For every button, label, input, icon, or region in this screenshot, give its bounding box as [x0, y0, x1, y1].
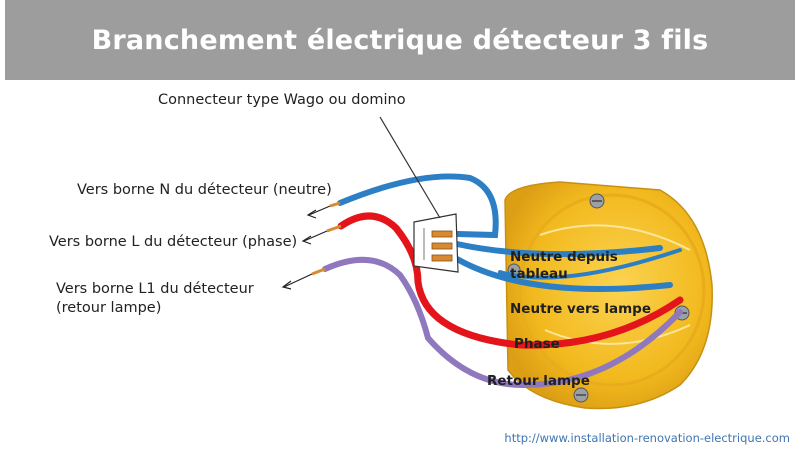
- source-url: http://www.installation-renovation-elect…: [504, 431, 790, 445]
- arrow-icon: [306, 205, 331, 219]
- neutral-from-panel-line1: Neutre depuis: [510, 249, 618, 265]
- connector-label: Connecteur type Wago ou domino: [158, 92, 406, 108]
- phase-wire: [337, 212, 684, 349]
- diagram-title: Branchement électrique détecteur 3 fils: [91, 24, 709, 56]
- return-terminal-label-line1: Vers borne L1 du détecteur: [56, 281, 254, 297]
- phase-terminal-label: Vers borne L du détecteur (phase): [49, 234, 298, 250]
- phase-box-label: Phase: [514, 336, 560, 352]
- screw-icon: [589, 193, 605, 209]
- return-terminal-label-line2: (retour lampe): [56, 300, 162, 316]
- neutral-from-panel-line2: tableau: [510, 266, 568, 282]
- title-banner: Branchement électrique détecteur 3 fils: [5, 0, 795, 80]
- neutral-from-panel-label: Neutre depuis tableau: [510, 249, 618, 283]
- return-wire: [322, 256, 683, 389]
- wago-connector-icon: [413, 213, 459, 273]
- junction-box: [504, 181, 713, 410]
- screw-icon: [573, 387, 589, 403]
- return-lamp-box-label: Retour lampe: [487, 373, 590, 389]
- neutral-wires: [337, 173, 682, 293]
- arrow-icon: [281, 273, 313, 290]
- connector-callout-line: [379, 116, 441, 219]
- return-terminal-label: Vers borne L1 du détecteur (retour lampe…: [56, 280, 254, 318]
- arrow-icon: [301, 230, 328, 245]
- neutral-terminal-label: Vers borne N du détecteur (neutre): [77, 182, 332, 198]
- neutral-to-lamp-label: Neutre vers lampe: [510, 301, 652, 317]
